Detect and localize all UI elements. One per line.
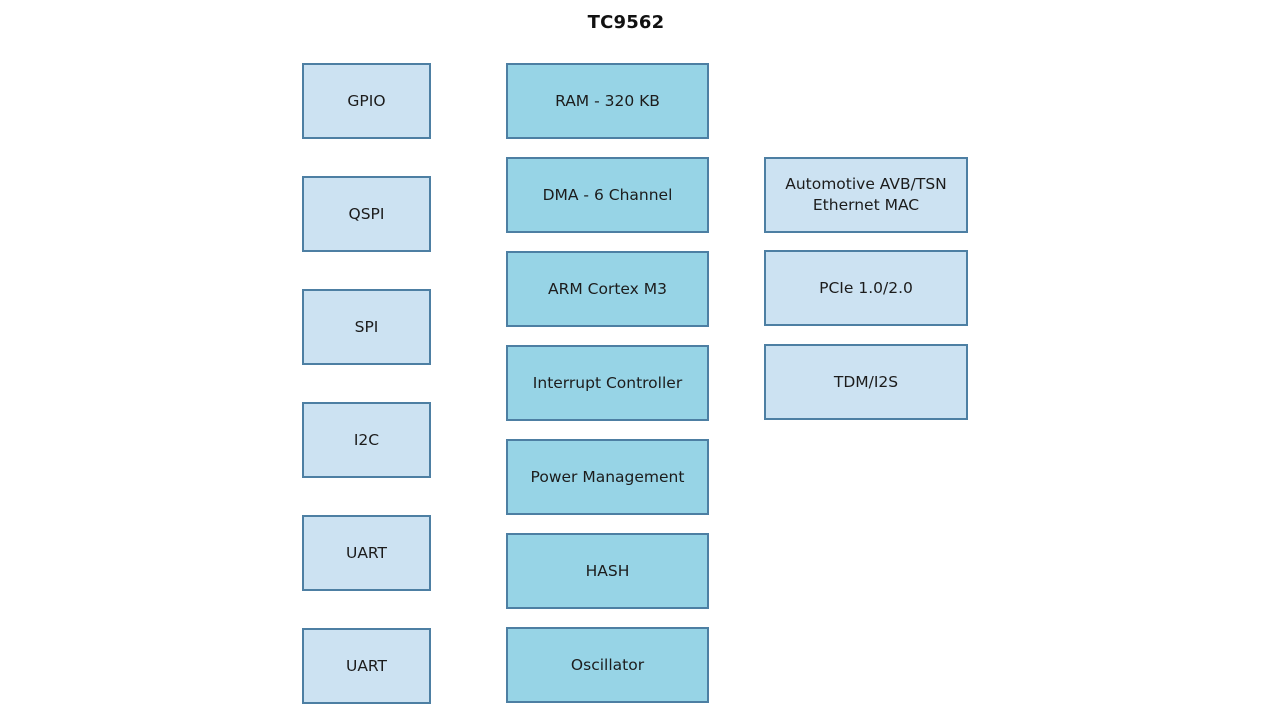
- block-oscillator: Oscillator: [506, 627, 709, 703]
- block-spi: SPI: [302, 289, 431, 365]
- block-label: HASH: [585, 561, 630, 580]
- block-ram: RAM - 320 KB: [506, 63, 709, 139]
- block-label: PCIe 1.0/2.0: [819, 278, 913, 297]
- block-label: SPI: [354, 317, 379, 336]
- block-gpio: GPIO: [302, 63, 431, 139]
- block-label: ARM Cortex M3: [547, 279, 668, 298]
- block-arm-cortex-m3: ARM Cortex M3: [506, 251, 709, 327]
- block-pcie: PCIe 1.0/2.0: [764, 250, 968, 326]
- block-tdm-i2s: TDM/I2S: [764, 344, 968, 420]
- block-uart-1: UART: [302, 515, 431, 591]
- block-label: Interrupt Controller: [532, 373, 683, 392]
- block-label: Oscillator: [570, 655, 645, 674]
- block-dma: DMA - 6 Channel: [506, 157, 709, 233]
- block-label: RAM - 320 KB: [555, 91, 660, 110]
- block-uart-2: UART: [302, 628, 431, 704]
- block-label: I2C: [353, 430, 380, 449]
- diagram-title: TC9562: [587, 12, 665, 33]
- block-i2c: I2C: [302, 402, 431, 478]
- block-label: GPIO: [347, 91, 386, 110]
- block-label-line1: Automotive AVB/TSN: [785, 175, 947, 193]
- block-label: UART: [345, 543, 388, 562]
- block-qspi: QSPI: [302, 176, 431, 252]
- block-label: QSPI: [348, 204, 385, 223]
- block-label: TDM/I2S: [833, 372, 899, 391]
- block-hash: HASH: [506, 533, 709, 609]
- block-power-management: Power Management: [506, 439, 709, 515]
- block-interrupt-controller: Interrupt Controller: [506, 345, 709, 421]
- block-label-line2: Ethernet MAC: [812, 196, 920, 214]
- block-label: Power Management: [530, 467, 685, 486]
- block-label: DMA - 6 Channel: [542, 185, 673, 204]
- block-label: UART: [345, 656, 388, 675]
- block-ethernet-mac: Automotive AVB/TSN Ethernet MAC: [764, 157, 968, 233]
